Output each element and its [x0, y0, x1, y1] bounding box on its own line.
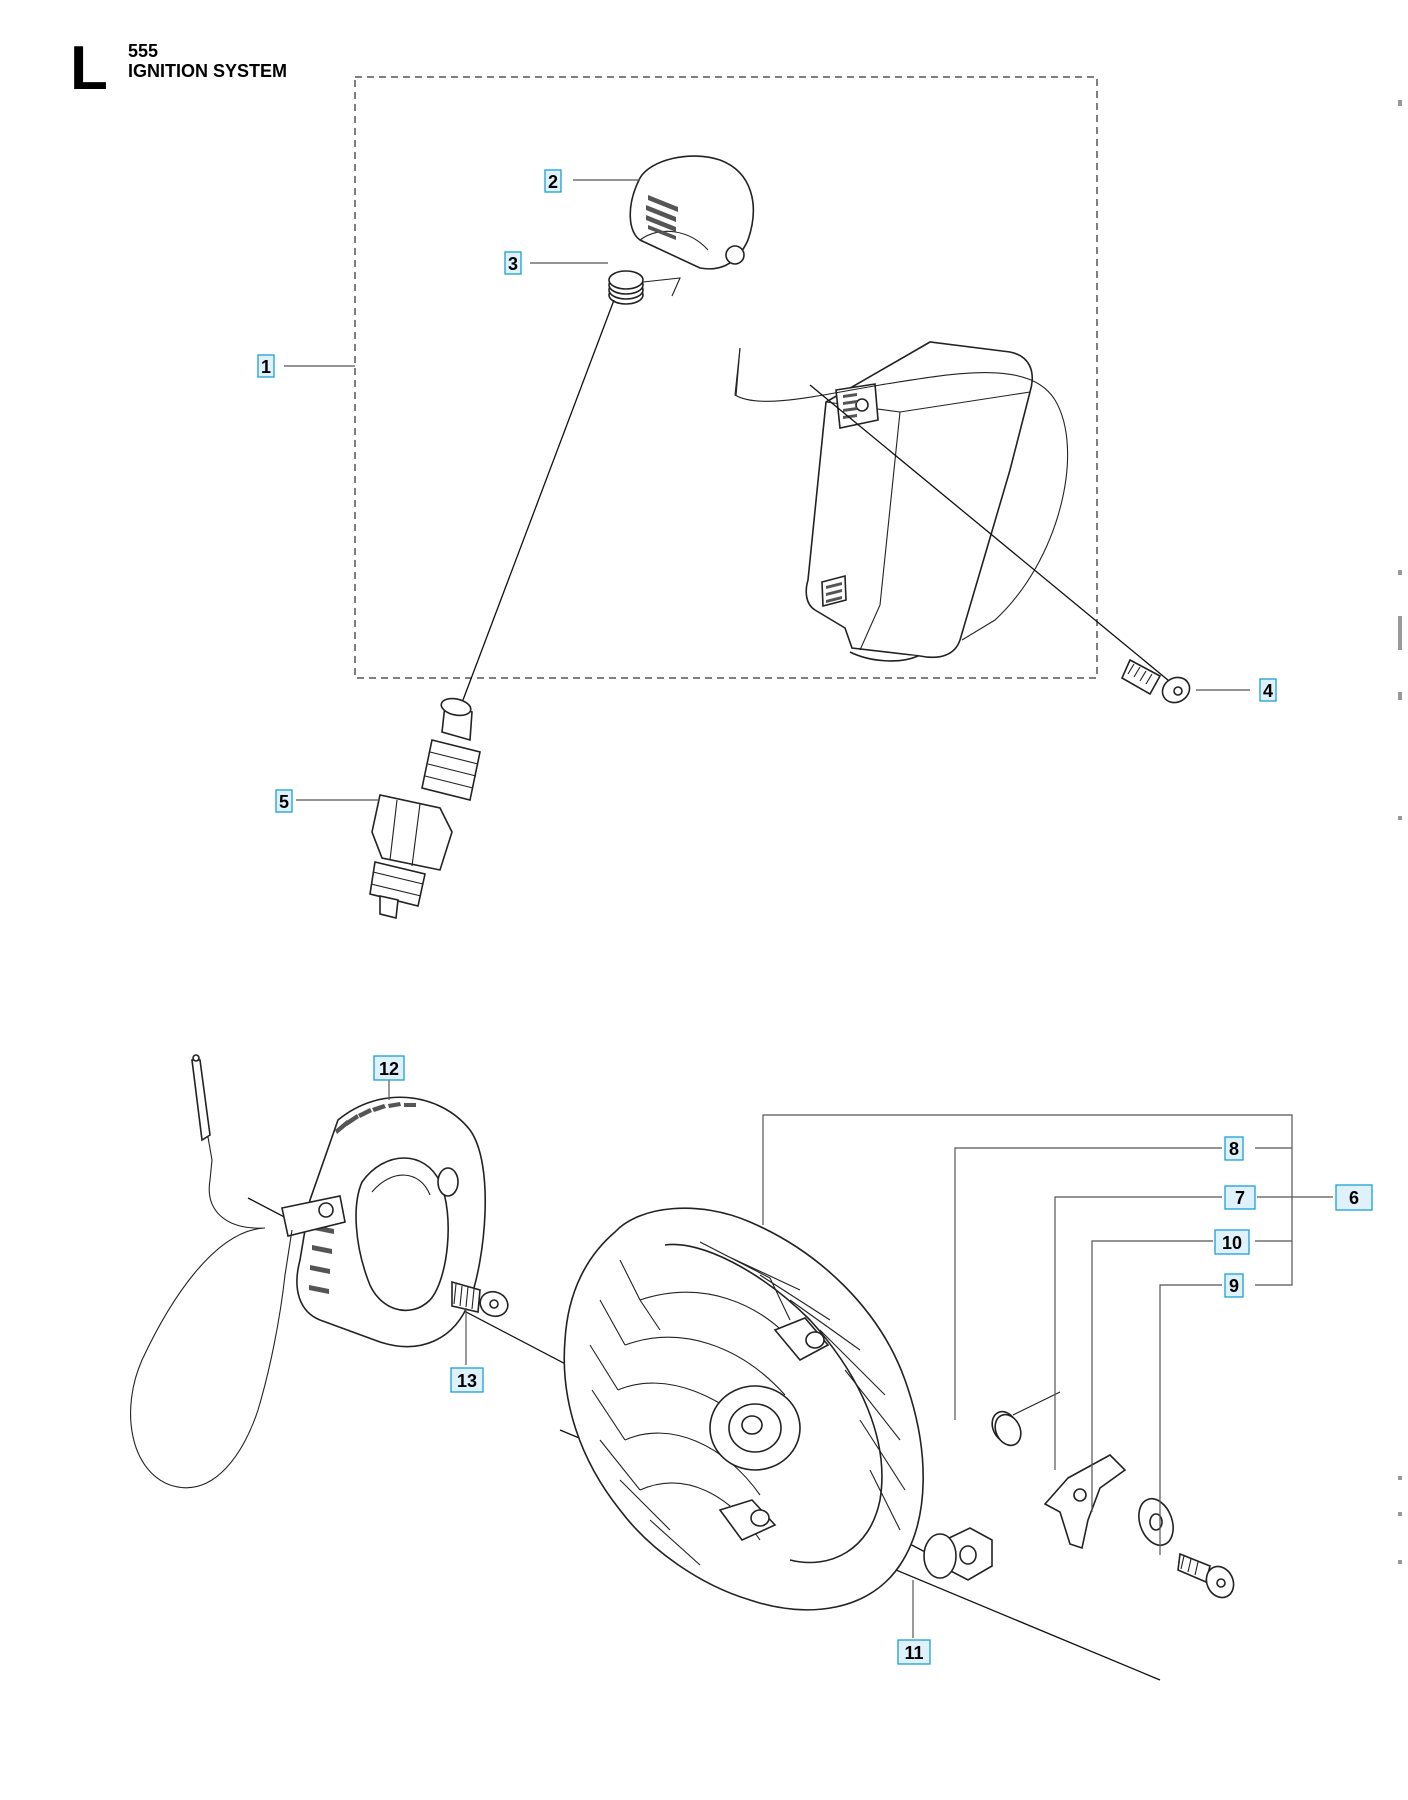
page-edge-mark [1398, 100, 1402, 106]
callout-2: 2 [544, 169, 562, 193]
spark-plug [369, 697, 481, 919]
callout-9: 9 [1224, 1273, 1244, 1298]
svg-text:10: 10 [1222, 1233, 1242, 1253]
svg-text:2: 2 [548, 172, 558, 192]
page-edge-mark [1398, 1476, 1402, 1480]
callout-12: 12 [373, 1055, 405, 1081]
model-number: 555 [128, 41, 159, 61]
page-edge-mark [1398, 1512, 1402, 1516]
callout-13: 13 [450, 1367, 484, 1393]
svg-text:1: 1 [261, 357, 271, 377]
page-edge-mark [1398, 816, 1402, 820]
ignition-coil-ring [281, 1096, 487, 1348]
spring-clip [608, 270, 681, 305]
callout-10: 10 [1214, 1229, 1250, 1255]
starter-pawl [1043, 1454, 1127, 1550]
callout-8: 8 [1224, 1136, 1244, 1161]
page-title: IGNITION SYSTEM [128, 61, 288, 81]
leader-lines [284, 179, 1333, 1638]
callout-1: 1 [257, 354, 275, 378]
svg-text:9: 9 [1229, 1276, 1239, 1296]
callout-5: 5 [275, 789, 293, 813]
page-edge-mark [1398, 692, 1402, 700]
svg-text:8: 8 [1229, 1139, 1239, 1159]
svg-text:11: 11 [904, 1643, 923, 1663]
flywheel-nut [923, 1527, 993, 1581]
section-letter: L [70, 34, 108, 103]
ignition-module [805, 341, 1034, 662]
page-edge-mark [1398, 570, 1402, 575]
spring-ring [991, 1391, 1061, 1447]
pawl-screw [1177, 1552, 1235, 1599]
callout-4: 4 [1259, 678, 1277, 702]
svg-text:12: 12 [379, 1059, 399, 1079]
flywheel [563, 1207, 924, 1611]
svg-text:13: 13 [457, 1371, 477, 1391]
ignition-lead-axis [462, 299, 615, 701]
coil-wire [130, 1069, 293, 1489]
svg-text:6: 6 [1349, 1188, 1359, 1208]
svg-text:3: 3 [508, 254, 518, 274]
svg-text:5: 5 [279, 792, 289, 812]
callout-6: 6 [1335, 1184, 1373, 1211]
callout-3: 3 [504, 251, 522, 275]
coil-screw-axis [809, 384, 1181, 691]
spark-plug-cap [629, 155, 755, 270]
callout-11: 11 [897, 1639, 931, 1665]
svg-text:4: 4 [1263, 681, 1273, 701]
coil-screw [1120, 658, 1191, 704]
coil-ring-screw [451, 1280, 509, 1318]
callout-7: 7 [1224, 1185, 1256, 1210]
high-tension-wire [734, 347, 1069, 641]
washer [1138, 1497, 1174, 1547]
page-edge-mark [1398, 616, 1402, 650]
svg-text:7: 7 [1235, 1188, 1245, 1208]
page-edge-mark [1398, 1560, 1402, 1564]
